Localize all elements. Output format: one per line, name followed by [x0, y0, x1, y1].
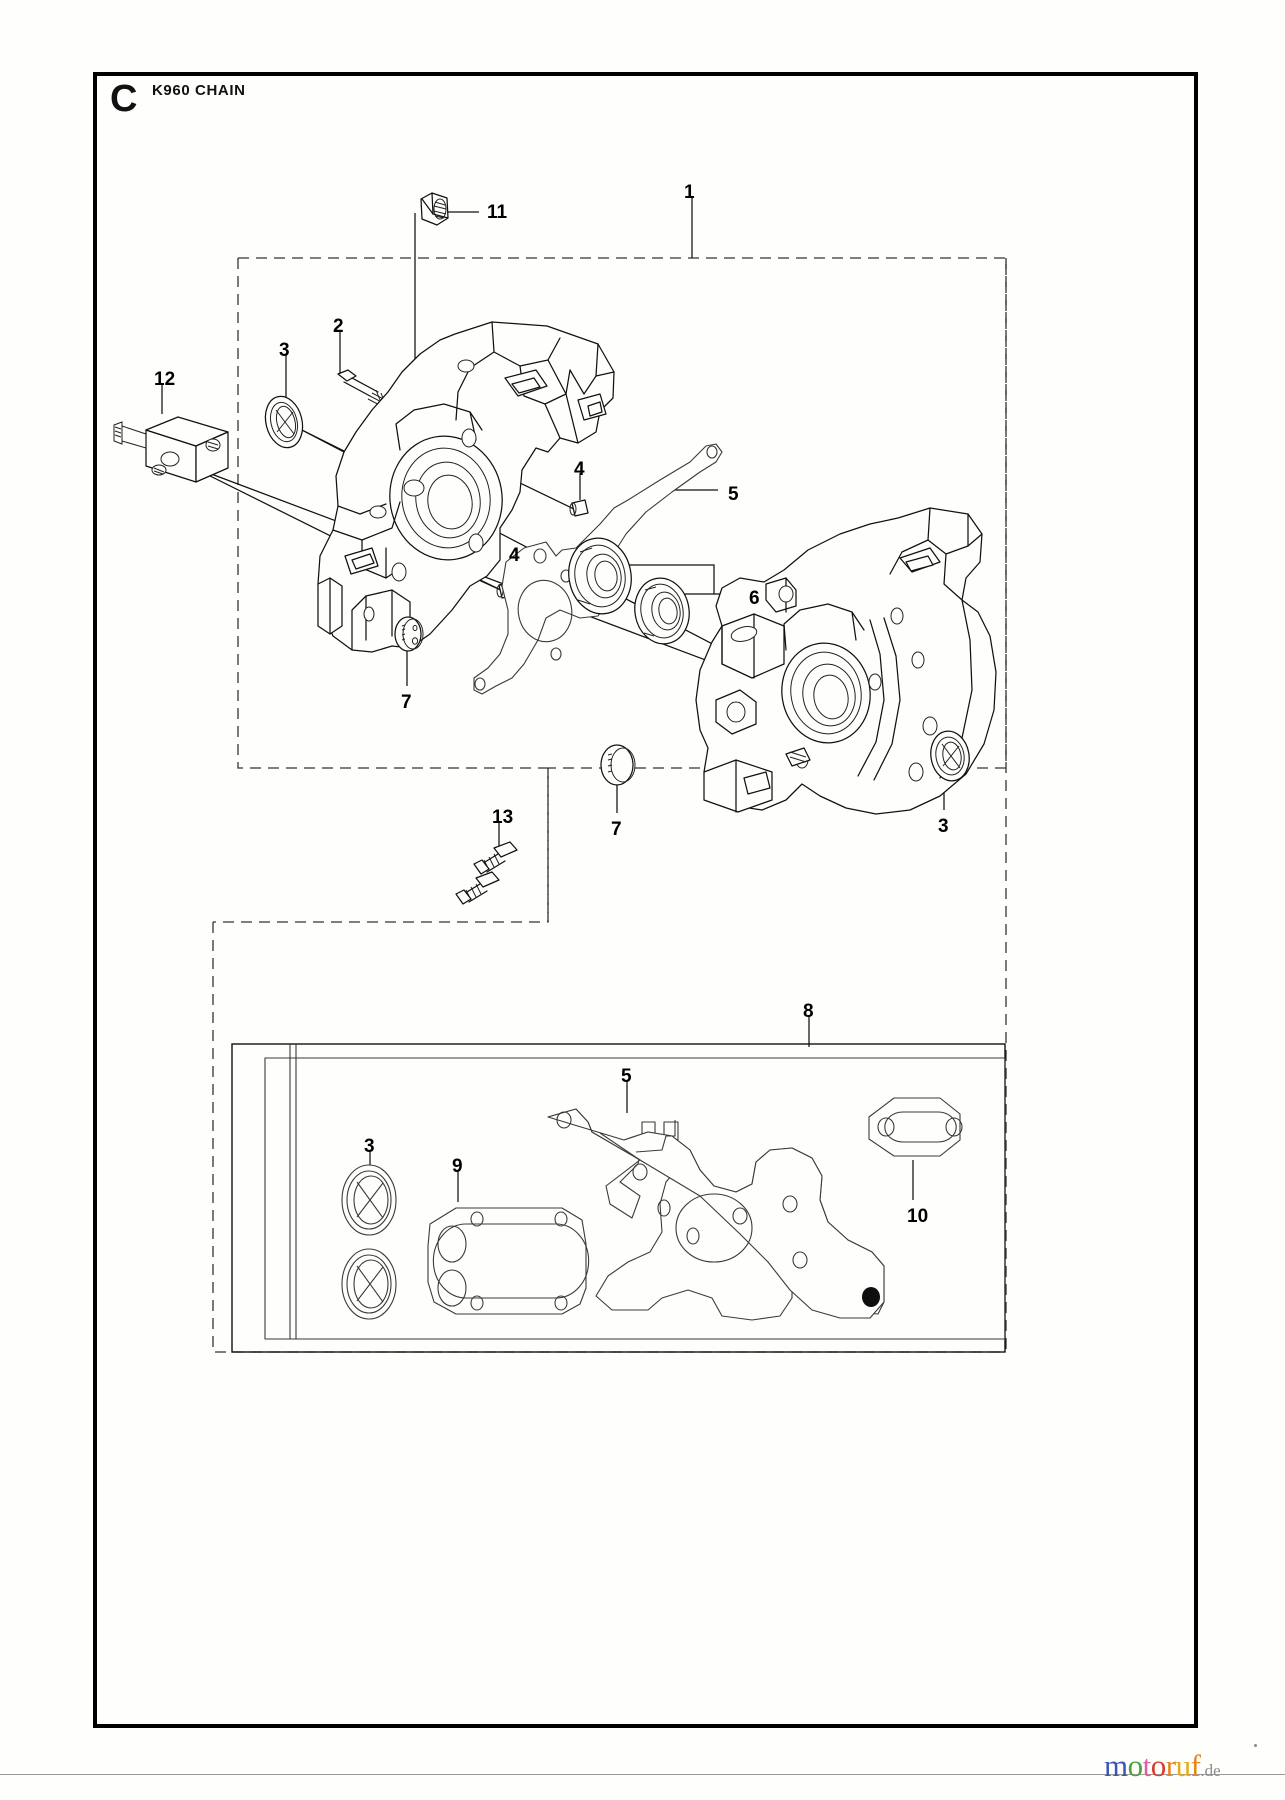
- callout-12: 12: [154, 369, 176, 390]
- diagram-frame: [93, 72, 1198, 1728]
- watermark-suffix: .de: [1200, 1761, 1221, 1780]
- callout-6: 6: [749, 588, 760, 609]
- callout-3: 3: [938, 816, 949, 837]
- callout-11: 11: [487, 202, 508, 223]
- watermark-letter: m: [1104, 1748, 1128, 1783]
- callout-4: 4: [509, 545, 520, 566]
- callout-4: 4: [574, 459, 585, 480]
- watermark-letter: o: [1150, 1748, 1167, 1783]
- watermark-rule: [0, 1774, 1285, 1775]
- watermark-letter: t: [1142, 1748, 1152, 1783]
- watermark-letter: o: [1127, 1748, 1144, 1783]
- watermark-letter: r: [1165, 1748, 1176, 1783]
- section-letter: C: [110, 78, 137, 120]
- callout-3: 3: [279, 340, 290, 361]
- callout-8: 8: [803, 1001, 814, 1022]
- callout-13: 13: [492, 807, 514, 828]
- callout-7: 7: [611, 819, 622, 840]
- callout-1: 1: [684, 182, 695, 203]
- watermark-letter: f: [1190, 1748, 1201, 1783]
- watermark-motoruf: motoruf.de: [1104, 1748, 1221, 1784]
- watermark-dot: [1254, 1744, 1257, 1747]
- callout-3: 3: [364, 1136, 375, 1157]
- section-title: K960 CHAIN: [152, 82, 246, 99]
- callout-9: 9: [452, 1156, 463, 1177]
- callout-10: 10: [907, 1206, 929, 1227]
- callout-5: 5: [621, 1066, 632, 1087]
- callout-2: 2: [333, 316, 344, 337]
- callout-7: 7: [401, 692, 412, 713]
- callout-5: 5: [728, 484, 739, 505]
- watermark-letter: u: [1175, 1748, 1192, 1783]
